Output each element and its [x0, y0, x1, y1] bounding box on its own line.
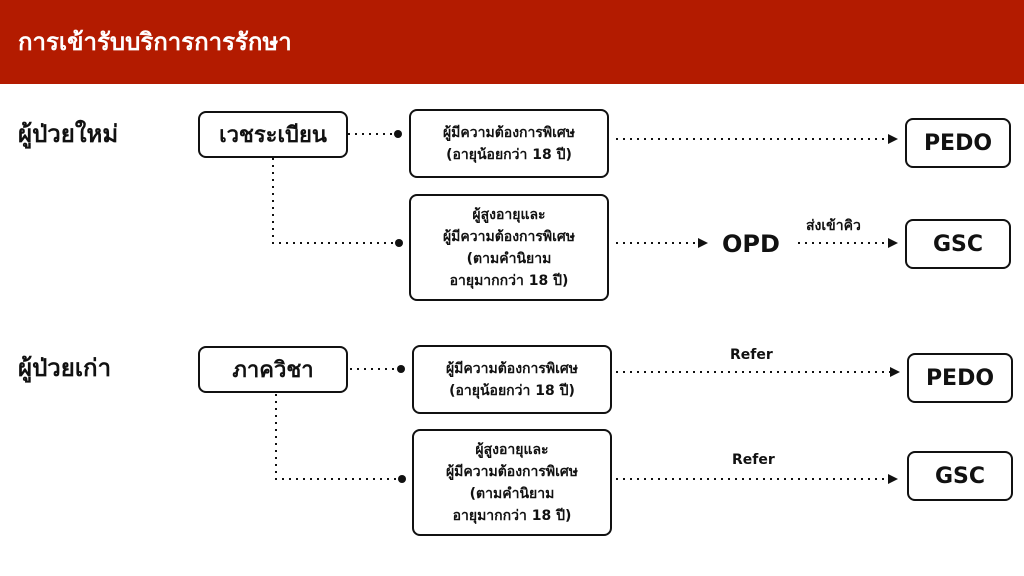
special-needs-new-line2: (อายุน้อยกว่า 18 ปี): [446, 146, 572, 163]
page-title: การเข้ารับบริการการรักษา: [18, 28, 292, 56]
special-needs-old-line2: (อายุน้อยกว่า 18 ปี): [449, 382, 575, 399]
dot-special-new: [394, 130, 402, 138]
label-old-patient: ผู้ป่วยเก่า: [18, 354, 112, 382]
label-refer-gsc: Refer: [732, 452, 775, 468]
dot-elderly-old: [398, 475, 406, 483]
label-opd: OPD: [722, 230, 780, 258]
box-pedo-old: PEDO: [907, 353, 1013, 403]
box-gsc-new-label: GSC: [932, 231, 984, 257]
label-refer-pedo: Refer: [730, 347, 773, 363]
connector-department-to-elderly: [275, 394, 400, 480]
box-pedo-new: PEDO: [905, 118, 1011, 168]
box-department-label: ภาควิชา: [232, 358, 314, 383]
elderly-new-line3: (ตามคำนิยาม: [466, 250, 552, 267]
connector-registry-to-elderly: [272, 158, 398, 244]
box-elderly-old: ผู้สูงอายุและ ผู้มีความต้องการพิเศษ (ตาม…: [412, 429, 612, 536]
box-department: ภาควิชา: [198, 346, 348, 393]
box-pedo-old-label: PEDO: [925, 365, 995, 391]
elderly-old-line2: ผู้มีความต้องการพิเศษ: [445, 463, 579, 480]
elderly-new-line1: ผู้สูงอายุและ: [472, 206, 546, 223]
box-gsc-old: GSC: [907, 451, 1013, 501]
box-gsc-new: GSC: [905, 219, 1011, 269]
special-needs-old-line1: ผู้มีความต้องการพิเศษ: [445, 360, 579, 377]
elderly-new-line4: อายุมากกว่า 18 ปี): [449, 272, 569, 289]
box-medical-registry-label: เวชระเบียน: [219, 123, 327, 148]
special-needs-new-line1: ผู้มีความต้องการพิเศษ: [442, 124, 576, 141]
label-queue: ส่งเข้าคิว: [806, 218, 861, 234]
elderly-old-line4: อายุมากกว่า 18 ปี): [452, 507, 572, 524]
box-special-needs-new: ผู้มีความต้องการพิเศษ (อายุน้อยกว่า 18 ป…: [409, 109, 609, 178]
elderly-new-line2: ผู้มีความต้องการพิเศษ: [442, 228, 576, 245]
box-elderly-new: ผู้สูงอายุและ ผู้มีความต้องการพิเศษ (ตาม…: [409, 194, 609, 301]
elderly-old-line1: ผู้สูงอายุและ: [475, 441, 549, 458]
dot-elderly-new: [395, 239, 403, 247]
header-bar: การเข้ารับบริการการรักษา: [0, 0, 1024, 84]
box-gsc-old-label: GSC: [934, 463, 986, 489]
label-new-patient: ผู้ป่วยใหม่: [18, 120, 119, 148]
box-pedo-new-label: PEDO: [923, 130, 993, 156]
box-medical-registry: เวชระเบียน: [198, 111, 348, 158]
elderly-old-line3: (ตามคำนิยาม: [469, 485, 555, 502]
dot-special-old: [397, 365, 405, 373]
box-special-needs-old: ผู้มีความต้องการพิเศษ (อายุน้อยกว่า 18 ป…: [412, 345, 612, 414]
